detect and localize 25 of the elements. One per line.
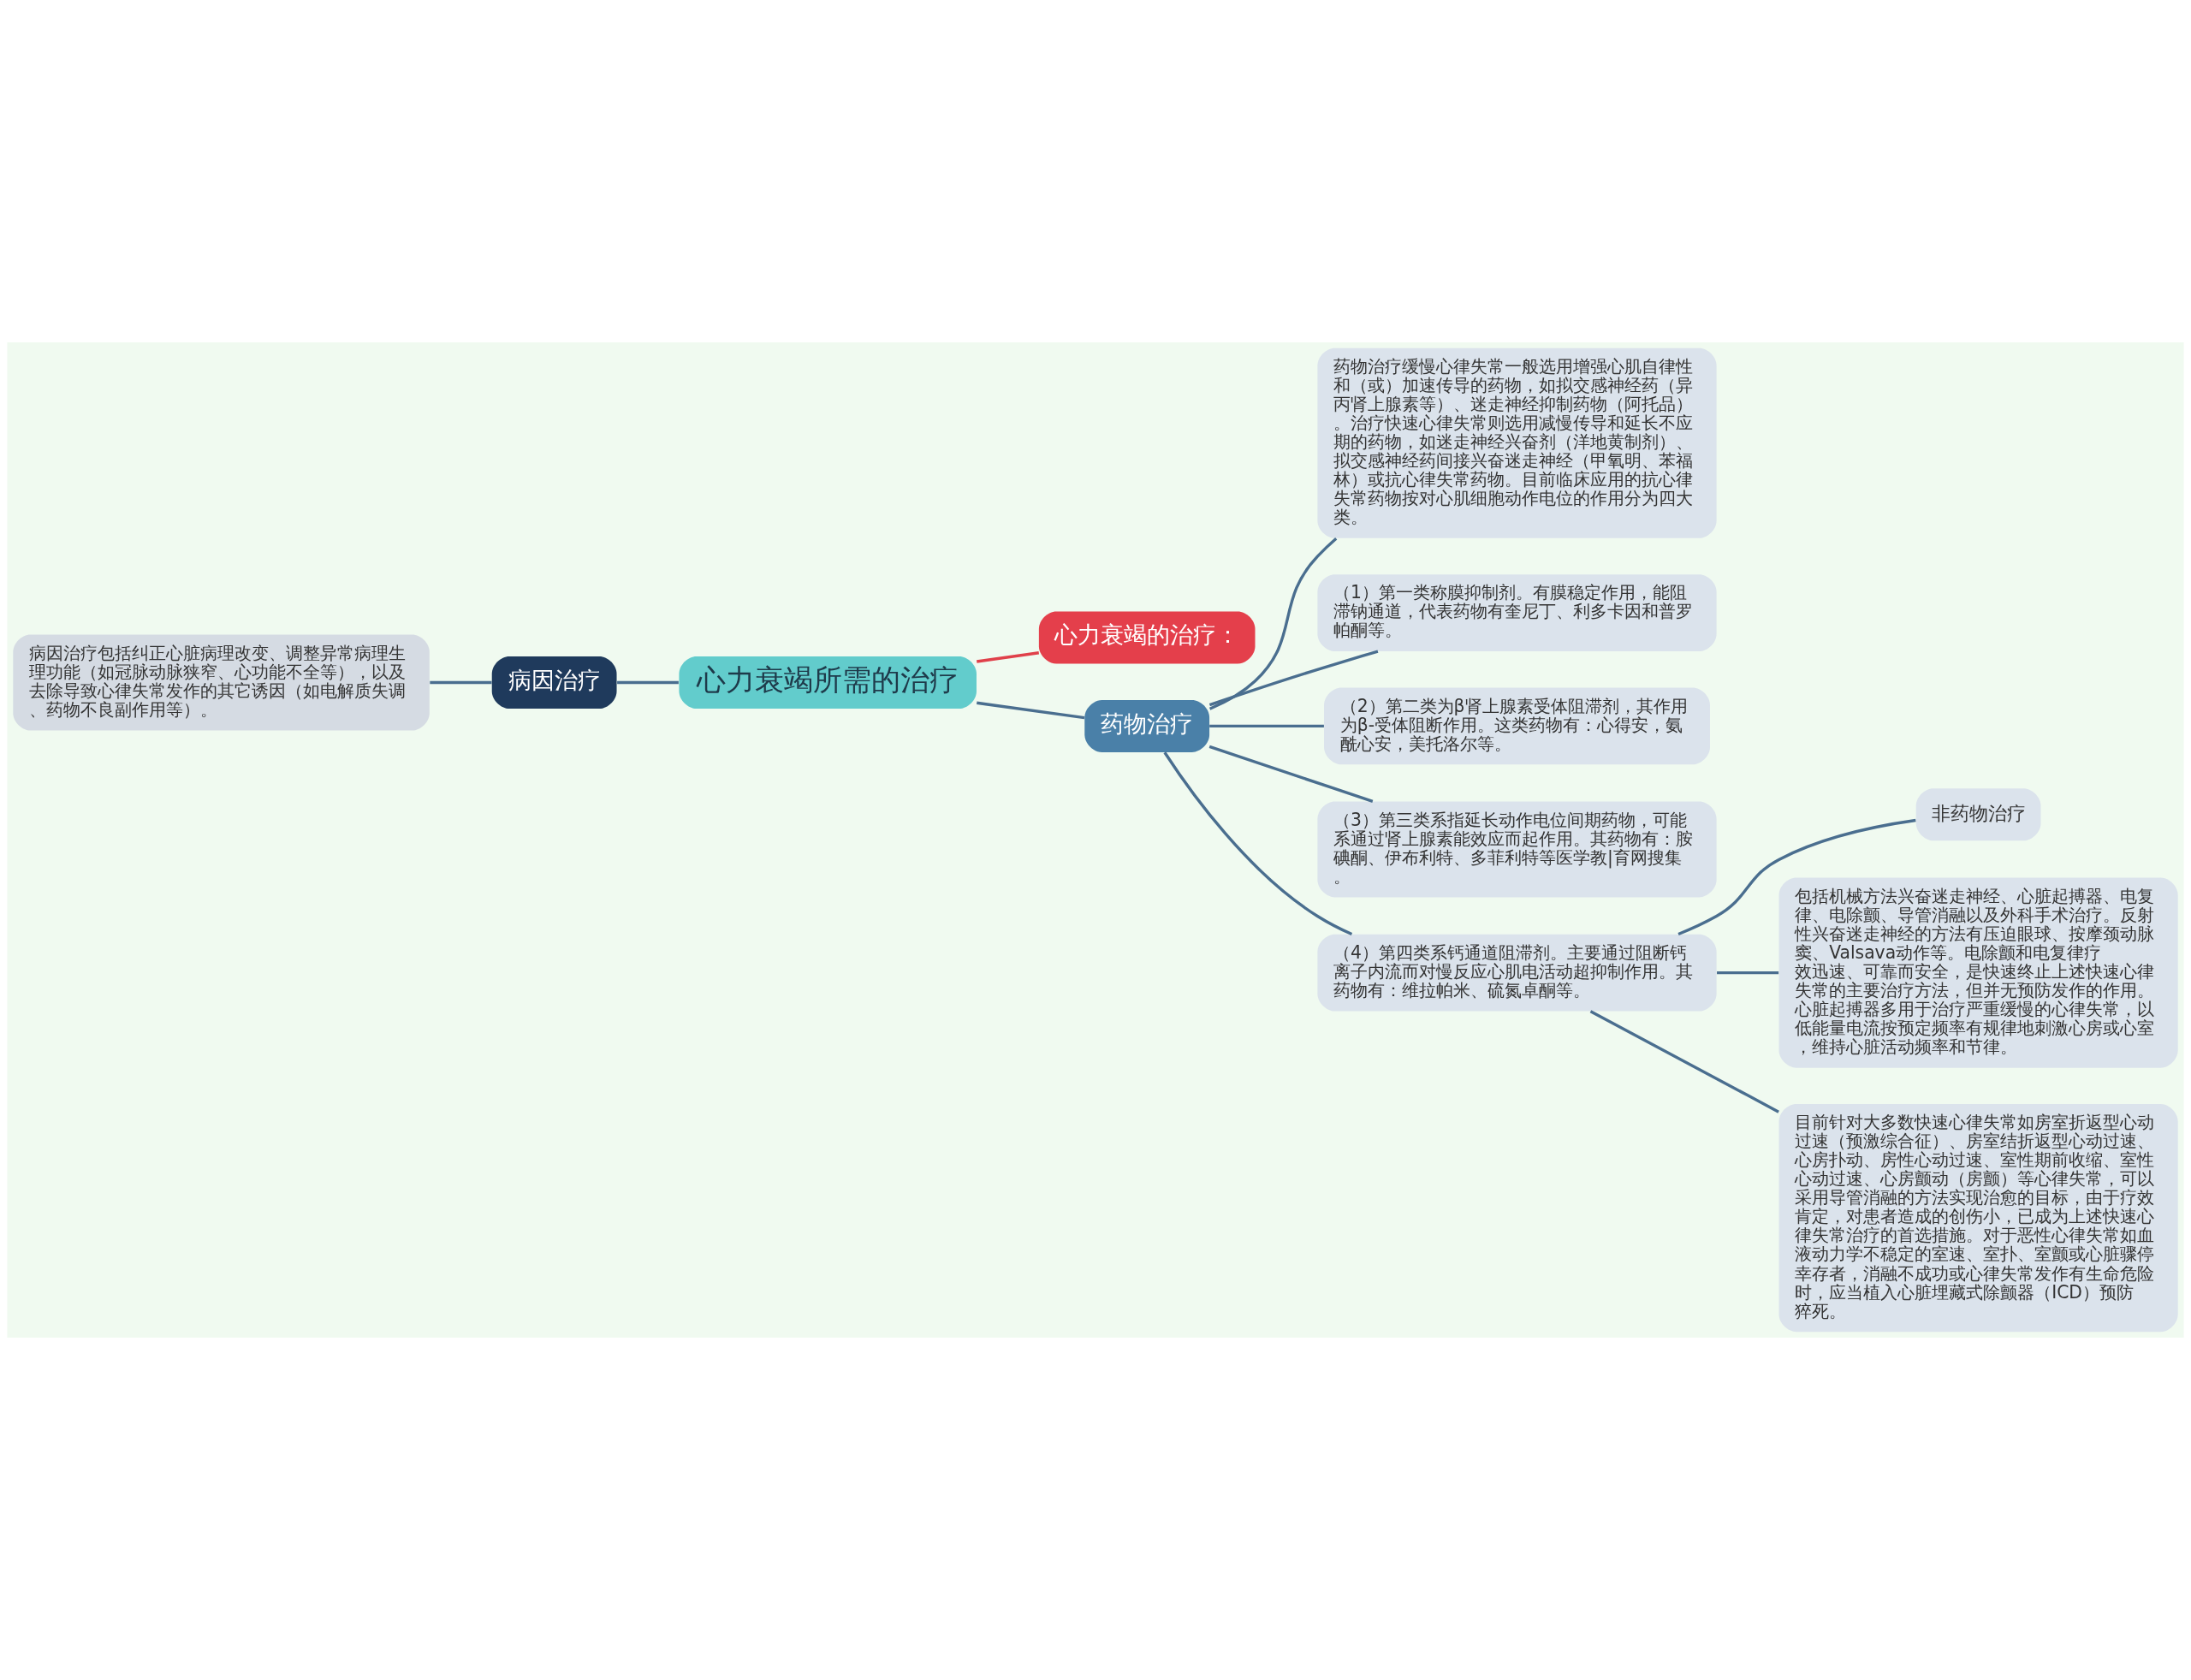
node-box: （3）第三类系指延长动作电位间期药物，可能系通过肾上腺素能效应而起作用。其药物有：胺碘酮、伊布利特、多菲利特等医学教|育网搜集。 — [1317, 801, 1717, 898]
node-box: 病因治疗 — [491, 656, 617, 709]
connector — [1677, 818, 1916, 936]
node-box: 病因治疗包括纠正心脏病理改变、调整异常病理生理功能（如冠脉动脉狭窄、心功能不全等），以及去除导致心律失常发作的其它诱因（如电解质失调、药物不良副作用等）。 — [13, 634, 430, 731]
node-box: （4）第四类系钙通道阻滞剂。主要通过阻断钙离子内流而对慢反应心肌电活动超抑制作用。其药物有：维拉帕米、硫氮卓酮等。 — [1317, 934, 1717, 1012]
node-box: 非药物治疗 — [1915, 788, 2041, 841]
node-box: 包括机械方法兴奋迷走神经、心脏起搏器、电复律、电除颤、导管消融以及外科手术治疗。反射性兴奋迷走神经的方法有压迫眼球、按摩颈动脉窦、Valsava动作等。电除颤和电复律疗效迅速、可靠而安全，是快速终止上述快速心律失常的主要治疗方法，但并无预防发作的作用。心脏起搏器多用于治疗严重缓慢的心律失常，以低能量电流按预定频率有规律地刺激心房或心室，维持心脏活动频率和节律。 — [1778, 877, 2178, 1068]
connector — [1717, 971, 1779, 975]
connector — [430, 680, 492, 685]
connector — [1163, 751, 1353, 936]
node-box: （1）第一类称膜抑制剂。有膜稳定作用，能阻滞钠通道，代表药物有奎尼丁、利多卡因和普罗帕酮等。 — [1317, 574, 1717, 652]
connector — [977, 651, 1040, 663]
node-box: 药物治疗缓慢心律失常一般选用增强心肌自律性和（或）加速传导的药物，如拟交感神经药（异丙肾上腺素等）、迷走神经抑制药物（阿托品）。治疗快速心律失常则选用减慢传导和延长不应期的药物，如迷走神经兴奋剂（洋地黄制剂）、拟交感神经药间接兴奋迷走神经（甲氧明、苯福林）或抗心律失常药物。目前临床应用的抗心律失常药物按对心肌细胞动作电位的作用分为四大类。 — [1317, 347, 1717, 538]
connector — [1208, 745, 1374, 804]
connector — [1208, 650, 1379, 707]
node-box: （2）第二类为β肾上腺素受体阻滞剂，其作用为β-受体阻断作用。这类药物有：心得安，氨酰心安，美托洛尔等。 — [1324, 687, 1710, 765]
node-box: 心力衰竭的治疗： — [1038, 611, 1256, 664]
connector — [1208, 537, 1338, 710]
node-box: 药物治疗 — [1084, 699, 1210, 752]
connector — [1209, 724, 1324, 728]
connector — [617, 680, 679, 685]
connector — [1589, 1010, 1779, 1113]
node-box: 心力衰竭所需的治疗 — [679, 656, 977, 709]
node-box: 目前针对大多数快速心律失常如房室折返型心动过速（预激综合征）、房室结折返型心动过速、心房扑动、房性心动过速、室性期前收缩、室性心动过速、心房颤动（房颤）等心律失常，可以采用导管消融的方法实现治愈的目标，由于疗效肯定，对患者造成的创伤小，已成为上述快速心律失常治疗的首选措施。对于恶性心律失常如血液动力学不稳定的室速、室扑、室颤或心脏骤停幸存者，消融不成功或心律失常发作有生命危险时，应当植入心脏埋藏式除颤器（ICD）预防猝死。 — [1778, 1104, 2178, 1333]
connector — [977, 701, 1085, 720]
